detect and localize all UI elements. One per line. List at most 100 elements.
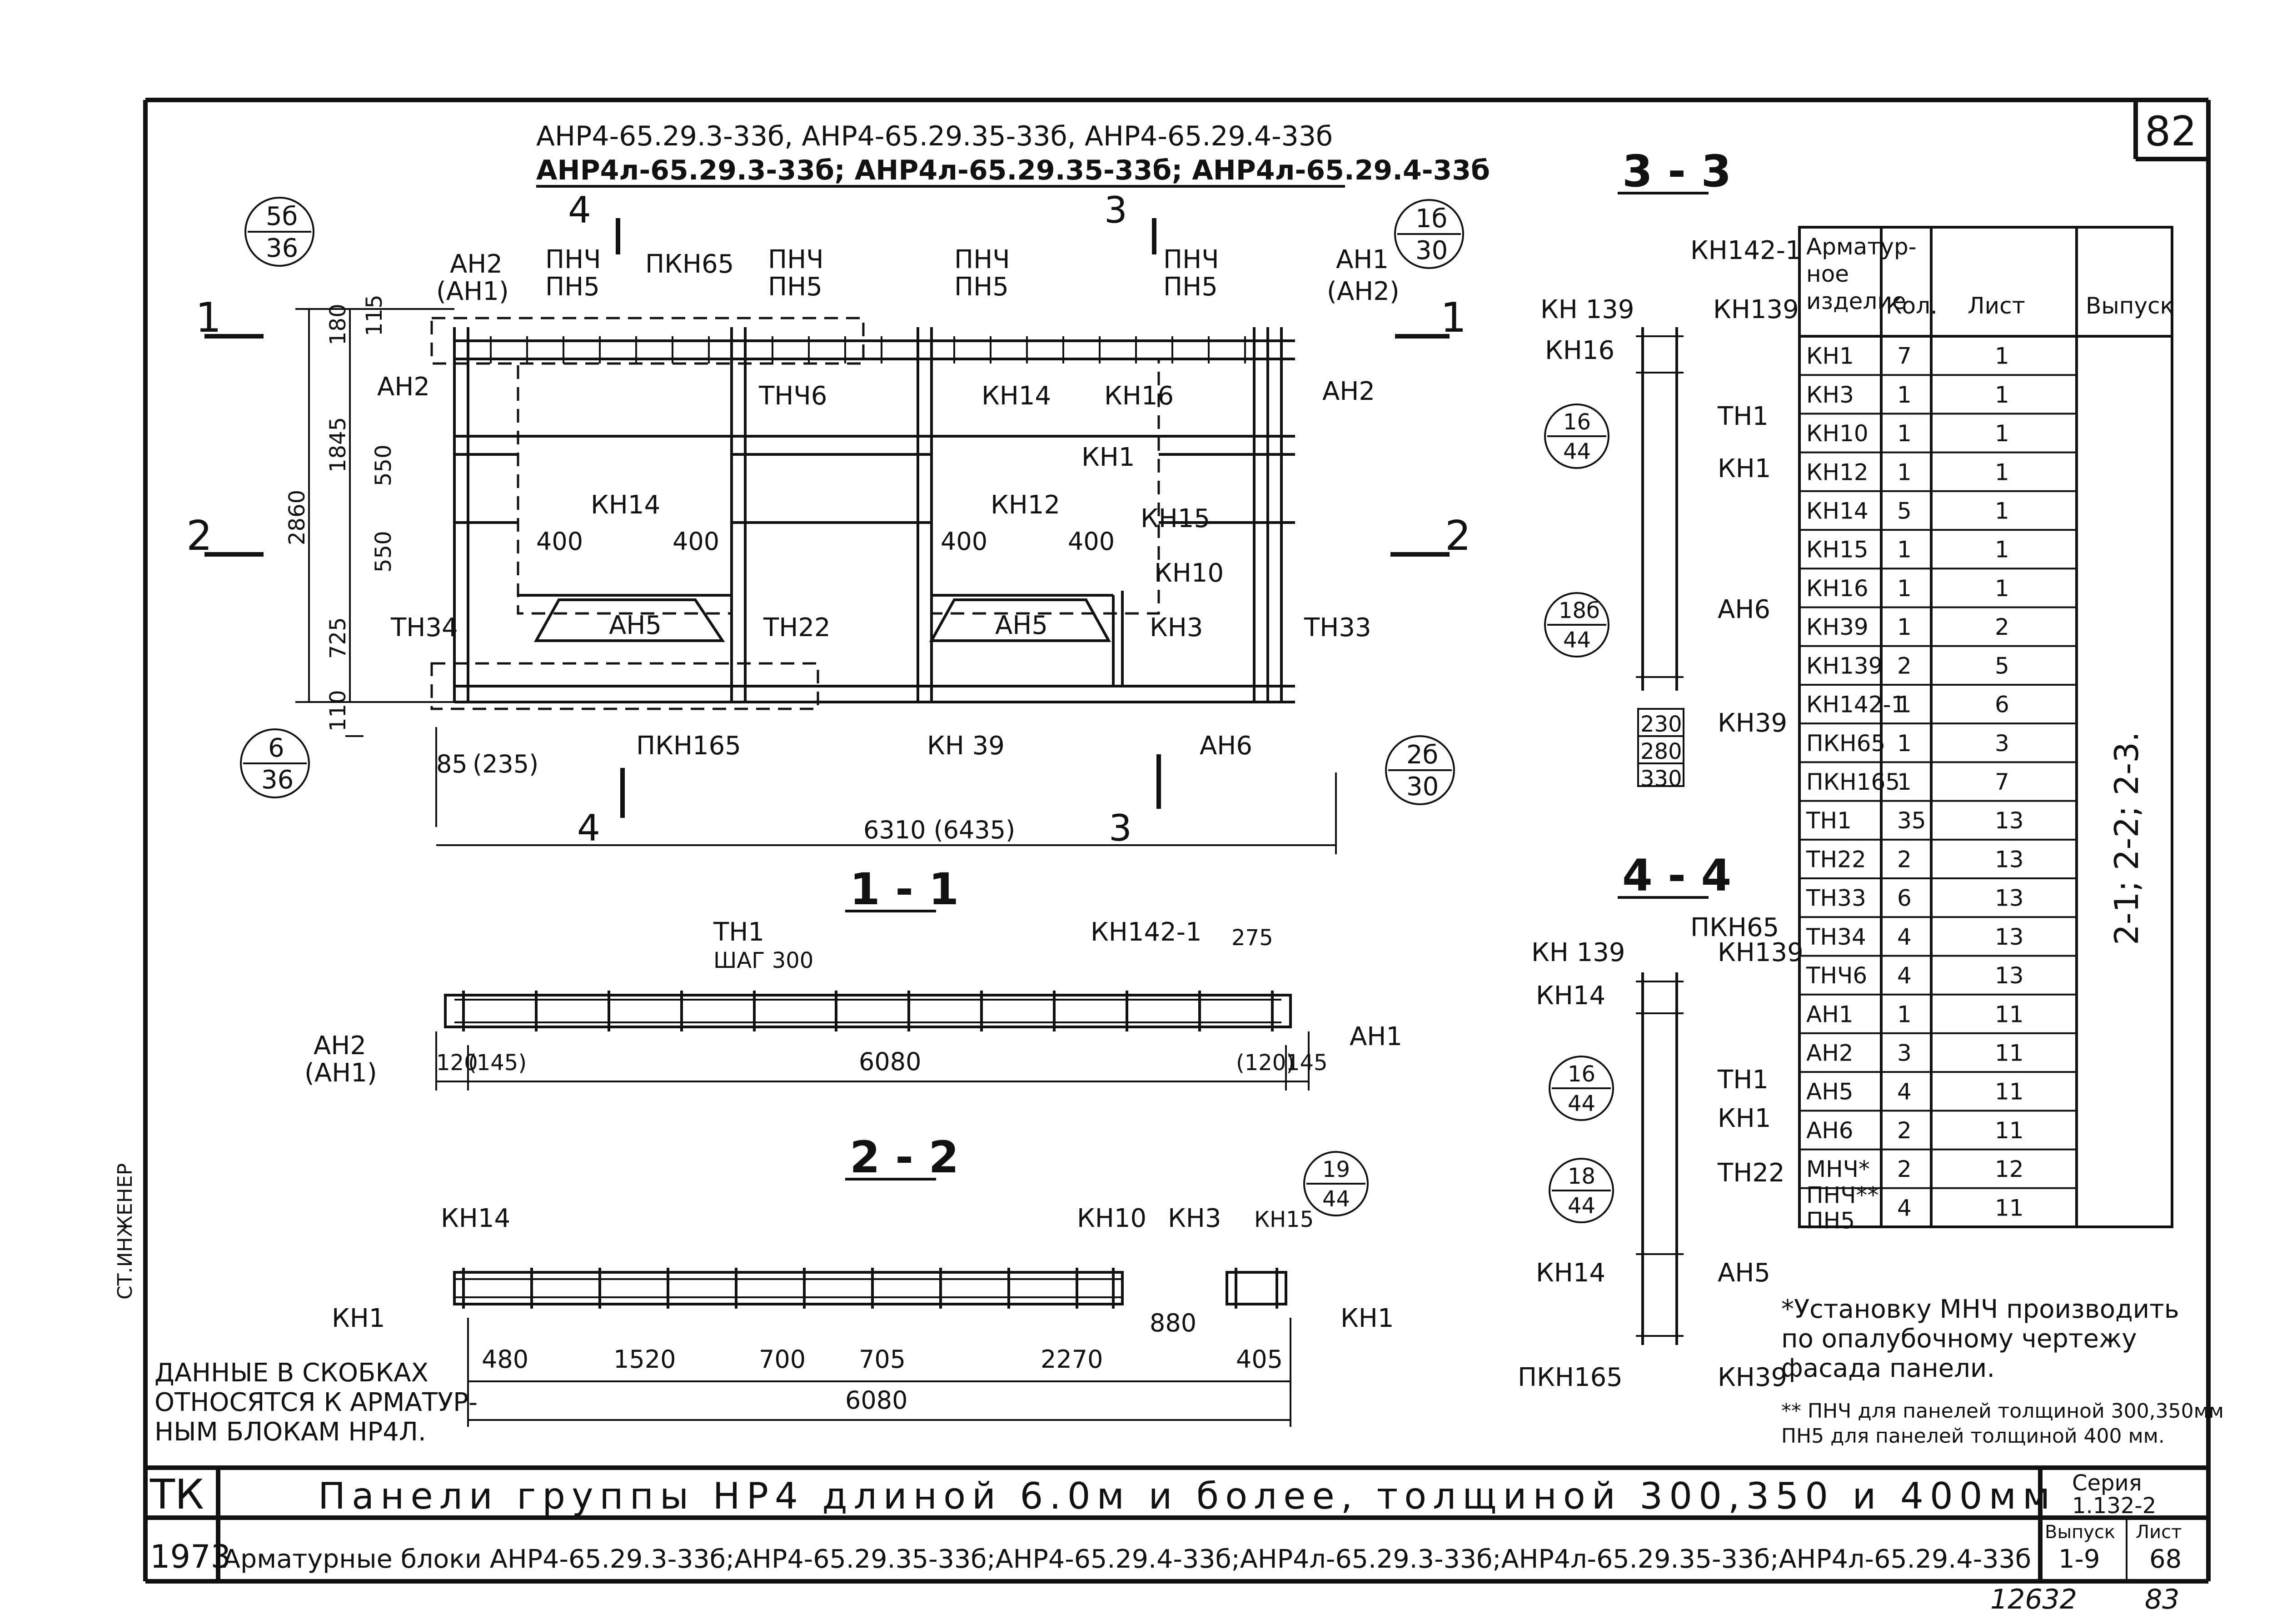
table-cell-qty: 1 (1897, 537, 1912, 563)
footnote-1-line3: фасада панели. (1781, 1354, 1995, 1383)
lbl-pn5-c: ПН5 (954, 272, 1009, 302)
ref-16-44-b-bottom: 44 (1568, 1091, 1595, 1116)
section-1-1 (435, 991, 1310, 1091)
section-3-3 (1636, 327, 1684, 787)
dim-725: 725 (325, 617, 351, 659)
table-cell-item: ТН1 (1806, 807, 1852, 834)
lbl-an5-a: АН5 (609, 611, 662, 640)
table-cell-qty: 3 (1897, 1040, 1912, 1066)
section-4-4 (1636, 972, 1684, 1345)
s44-kn1: КН1 (1718, 1104, 1771, 1133)
lbl-tn34: ТН34 (390, 613, 458, 643)
table-cell-item: ТН34 (1806, 924, 1866, 950)
table-cell-qty: 2 (1897, 846, 1912, 872)
ref-18-44: 18 44 (1549, 1158, 1614, 1223)
s33-kn139b: КН139 (1713, 295, 1799, 324)
ref-6-36: 6 36 (240, 728, 310, 798)
section-4-4-title: 4 - 4 (1622, 850, 1731, 901)
note-line1: ДАННЫЕ В СКОБКАХ (154, 1358, 428, 1388)
dim-85: 85 (436, 750, 468, 778)
s33-kn139a: КН 139 (1540, 295, 1634, 324)
ref-18b-44: 18б 44 (1544, 592, 1609, 658)
dim-115: 115 (362, 294, 387, 336)
table-cell-list: 13 (1995, 807, 2024, 834)
ref-16-44-b: 16 44 (1549, 1056, 1614, 1121)
lbl-pn5-d: ПН5 (1163, 272, 1218, 302)
table-cell-item: КН12 (1806, 459, 1868, 485)
ref-2b-30: 2б 30 (1385, 735, 1455, 805)
table-cell-qty: 1 (1897, 420, 1912, 447)
table-cell-qty: 4 (1897, 962, 1912, 989)
dim-235: (235) (473, 750, 538, 778)
ref-19-44-top: 19 (1322, 1157, 1350, 1182)
tb-seriya: 1.132-2 (2072, 1493, 2156, 1519)
corner-number: 83 (2145, 1584, 2179, 1615)
lbl-pnch-d: ПНЧ (1163, 245, 1219, 274)
table-cell-item: КН139 (1806, 653, 1883, 679)
table-cell-item: КН1 (1806, 343, 1854, 369)
lbl-pnch-a: ПНЧ (545, 245, 601, 274)
s22-d705: 705 (859, 1345, 906, 1374)
lbl-an2-paren: (АН2) (1327, 277, 1400, 306)
lbl-d400a: 400 (536, 527, 583, 556)
ref-5b-36: 5б 36 (244, 197, 314, 267)
cut-4-top: 4 (568, 189, 591, 231)
ref-18-44-bottom: 44 (1568, 1193, 1595, 1219)
spec-table-grid (1798, 226, 2173, 1228)
ref-6-36-top: 6 (268, 733, 284, 763)
dim-1845: 1845 (325, 417, 351, 473)
note-line3: НЫМ БЛОКАМ НР4Л. (154, 1417, 426, 1447)
table-cell-item: АН5 (1806, 1079, 1853, 1105)
ref-1b-30-top: 1б (1415, 204, 1447, 234)
table-cell-item: КН16 (1806, 575, 1868, 602)
tb-tk: ТК (149, 1471, 204, 1519)
table-cell-item: ПКН165 (1806, 769, 1900, 795)
table-header-qty: Кол. (1886, 293, 1938, 319)
table-cell-item: КН15 (1806, 537, 1868, 563)
dim-550a: 550 (371, 444, 396, 486)
table-cell-item: АН6 (1806, 1117, 1853, 1144)
cut-2-left: 2 (186, 512, 212, 560)
s44-kn139b: КН139 (1718, 938, 1804, 967)
section-1-1-title: 1 - 1 (850, 864, 959, 915)
lbl-d400b: 400 (673, 527, 719, 556)
table-cell-item: ПКН65 (1806, 730, 1885, 757)
ref-18b-44-bottom: 44 (1563, 628, 1591, 653)
table-cell-list: 13 (1995, 885, 2024, 912)
lbl-pnch-c: ПНЧ (954, 245, 1010, 274)
table-cell-qty: 2 (1897, 1156, 1912, 1182)
s22-kn10: КН10 (1077, 1204, 1146, 1233)
table-cell-item: АН1 (1806, 1001, 1853, 1027)
lbl-an6: АН6 (1200, 731, 1252, 761)
cut-3-top: 3 (1104, 189, 1127, 231)
s11-d145: (145) (468, 1050, 527, 1076)
table-cell-list: 1 (1995, 459, 2009, 485)
s11-d145b: 145 (1286, 1050, 1328, 1076)
s11-an2: АН2 (314, 1031, 366, 1061)
table-cell-list: 11 (1995, 1001, 2024, 1027)
s22-d480: 480 (482, 1345, 528, 1374)
cut-marks (204, 218, 1450, 818)
table-vypusk-value: 2-1; 2-2; 2-3. (2108, 732, 2146, 945)
dim-180: 180 (325, 304, 351, 345)
header-line1: АНР4-65.29.3-33б, АНР4-65.29.35-33б, АНР… (536, 120, 1333, 152)
s11-an1: АН1 (1350, 1022, 1402, 1051)
s22-d700: 700 (759, 1345, 806, 1374)
lbl-an1-top: АН1 (1336, 245, 1389, 274)
table-cell-qty: 1 (1897, 614, 1912, 640)
table-cell-list: 5 (1995, 653, 2009, 679)
table-cell-list: 11 (1995, 1195, 2024, 1221)
side-stamp: СТ.ИНЖЕНЕР (114, 1163, 137, 1300)
table-cell-list: 13 (1995, 962, 2024, 989)
lbl-pkn165: ПКН165 (636, 731, 741, 761)
s44-kn39: КН39 (1718, 1363, 1787, 1392)
lbl-kn12: КН12 (991, 490, 1060, 520)
table-cell-qty: 6 (1897, 885, 1912, 912)
s11-d120p: (120) (1236, 1050, 1295, 1076)
s33-tn1: ТН1 (1717, 402, 1769, 431)
table-cell-list: 7 (1995, 769, 2009, 795)
s33-d280: 280 (1640, 739, 1682, 764)
lbl-kn14-a: КН14 (982, 381, 1051, 411)
table-cell-item: МНЧ* (1806, 1156, 1870, 1182)
s33-d330: 330 (1640, 766, 1682, 792)
